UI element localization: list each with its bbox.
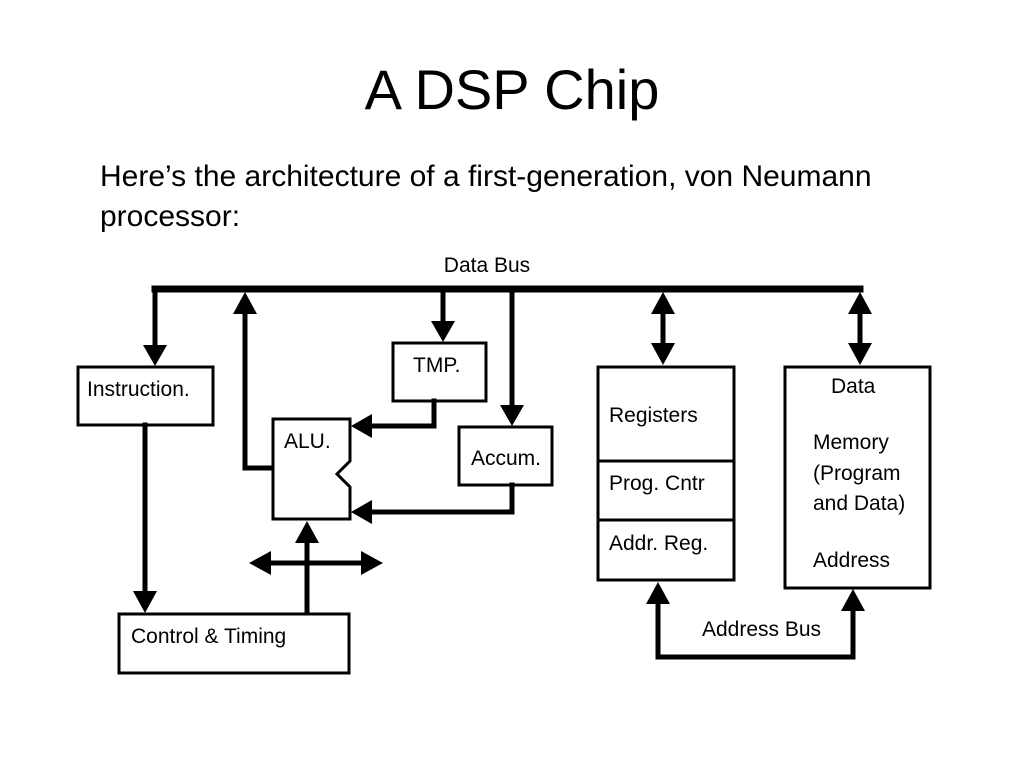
registers-block: Registers Prog. Cntr Addr. Reg. — [596, 365, 736, 582]
accum-to-alu-arrow — [351, 482, 515, 524]
address-bus-label: Address Bus — [702, 618, 821, 641]
memory-line-1: Data — [831, 375, 876, 398]
instruction-label: Instruction. — [87, 378, 190, 401]
instruction-block: Instruction. — [76, 365, 215, 427]
prog-cntr-label: Prog. Cntr — [609, 472, 705, 495]
bus-to-accum-arrow — [500, 286, 524, 426]
addr-reg-label: Addr. Reg. — [609, 532, 708, 555]
control-timing-label: Control & Timing — [131, 625, 286, 648]
memory-line-2: Memory — [813, 431, 889, 454]
accum-block: Accum. — [457, 425, 554, 487]
tmp-label: TMP. — [413, 354, 460, 377]
slide-title: A DSP Chip — [364, 58, 660, 121]
memory-line-4: and Data) — [813, 492, 905, 515]
instruction-to-control-arrow — [133, 422, 157, 613]
registers-label: Registers — [609, 404, 698, 427]
bus-to-instruction-arrow — [143, 286, 167, 366]
control-timing-block: Control & Timing — [117, 612, 351, 675]
memory-block: Data Memory (Program and Data) Address — [783, 365, 932, 590]
memory-line-5: Address — [813, 549, 890, 572]
memory-line-3: (Program — [813, 462, 901, 485]
address-bus-arrow — [646, 582, 865, 660]
intro-text: Here’s the architecture of a first-gener… — [100, 160, 872, 233]
accum-label: Accum. — [471, 447, 541, 470]
bus-registers-double-arrow — [651, 292, 675, 365]
data-bus-label: Data Bus — [444, 254, 530, 277]
control-signals-double-arrow — [249, 551, 383, 575]
bus-memory-double-arrow — [848, 292, 872, 365]
alu-label: ALU. — [284, 430, 331, 453]
control-to-alu-arrow — [295, 521, 319, 616]
bus-to-tmp-arrow — [431, 286, 455, 342]
tmp-to-alu-arrow — [351, 398, 437, 438]
alu-block: ALU. — [271, 417, 352, 521]
tmp-block: TMP. — [391, 341, 488, 403]
alu-to-bus-arrow — [233, 292, 275, 471]
